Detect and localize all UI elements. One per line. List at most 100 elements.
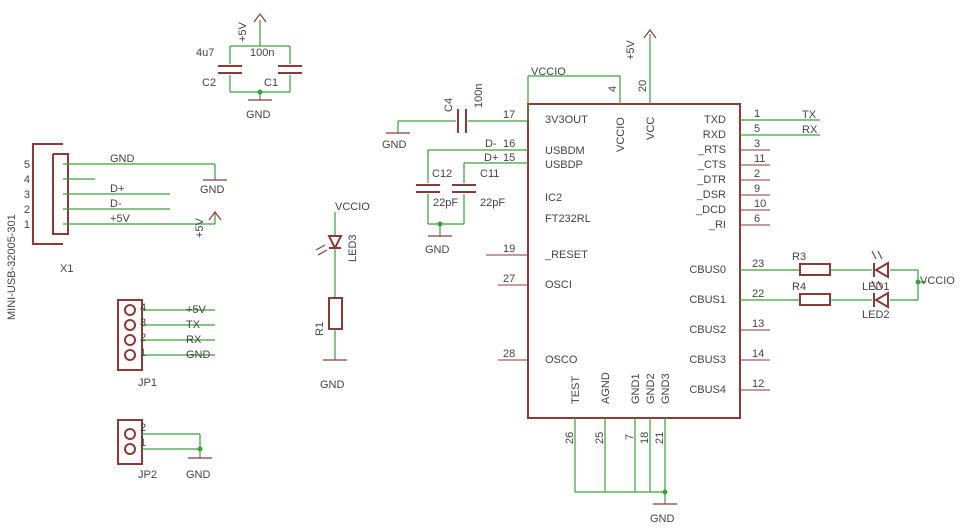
net-d-minus: D- [485,138,497,150]
x1-pin-2: 2 [24,204,30,216]
x1-pin-3: 3 [24,189,30,201]
jp1-pin-1: 1 [140,347,146,359]
led3-gnd-label: GND [320,379,345,391]
ic2-pin-10-name: _DCD [695,204,726,216]
ic2-pin-23-num: 23 [752,258,764,270]
c12-name: C12 [432,168,452,180]
c2-name: C2 [202,77,216,89]
ic2-pin-17-num: 17 [503,109,515,121]
ic2-pin-19-name: _RESET [544,249,588,261]
top-vccio-label: VCCIO [531,66,566,78]
jp1-name: JP1 [138,377,157,389]
led1-name: LED1 [862,281,890,293]
ic2-pin-18-num: 18 [639,432,651,444]
jp2-name: JP2 [138,469,157,481]
led2-name: LED2 [862,309,890,321]
r4-name: R4 [792,281,806,293]
ic2-part: FT232RL [545,213,591,225]
x1-5v-label: +5V [194,217,206,238]
c1c2-5v-label: +5V [237,21,249,42]
x1-signal-dplus: D+ [110,183,124,195]
x1-signal-5v: +5V [110,213,131,225]
x1-gnd-label: GND [200,184,225,196]
jp1-signal-gnd: GND [186,349,211,361]
net-d-plus: D+ [484,152,498,164]
ic2-pin-vccio-name: VCCIO [615,117,627,152]
c12-value: 22pF [433,197,458,209]
ic2-pin-4-num: 4 [607,86,619,92]
c2-value: 4u7 [196,47,214,59]
ic2-pin-28-name: OSCO [545,354,578,366]
usb-connector-x1: 5 4 3 2 1 GND D+ D- +5V MINI-USB-32005-3… [6,143,227,320]
x1-signal-dminus: D- [110,198,122,210]
ic2-pin-14-name: CBUS3 [689,354,726,366]
r1-name: R1 [314,322,326,336]
jp2-pin-2: 2 [140,422,146,434]
x1-signal-gnd: GND [110,153,135,165]
power-led-led3-r1: VCCIO LED3 R1 GND [314,201,370,391]
ic2-pin-12-name: CBUS4 [689,384,726,396]
ic2-pin-2-name: _DTR [696,174,726,186]
cbus-leds: VCCIO R3 R4 LED1 LED2 [792,250,955,321]
ic2-pin-10-num: 10 [754,198,766,210]
ic2-pin-5-name: RXD [703,129,726,141]
ic2-pin-11-num: 11 [754,153,765,165]
ic2-pin-11-name: _CTS [697,159,726,171]
c11-name: C11 [480,168,499,180]
x1-pin-4: 4 [24,174,30,186]
x1-part-number: MINI-USB-32005-301 [6,214,18,320]
jp1-pin-3: 3 [140,317,146,329]
ic2-pin-5-num: 5 [754,123,760,135]
crystal-capacitors-c11-c12: C12 C11 22pF 22pF GND [416,149,505,256]
ic2-pin-vcc-name: VCC [645,117,657,140]
ic2-pin-3-num: 3 [754,138,760,150]
c1c2-gnd-label: GND [246,109,271,121]
ic2-pin-7-num: 7 [624,434,636,440]
ic2-pin-16-name: USBDM [545,145,585,157]
ic2-pin-20-num: 20 [637,80,649,92]
ic2-pin-18-name: GND2 [645,373,657,404]
jp1-pin-2: 2 [140,332,146,344]
ic2-pin-22-name: CBUS1 [689,294,726,306]
ic2-pin-25-name: AGND [600,372,612,404]
jp1-signal-5v: +5V [186,304,207,316]
decoupling-capacitors-c1-c2: +5V GND 4u7 C2 100n C1 [196,13,302,121]
ic2-pin-1-num: 1 [754,108,760,120]
ic2-pin-1-name: TXD [704,114,726,126]
ic2-pin-19-num: 19 [503,243,515,255]
ic2-pin-23-name: CBUS0 [689,264,726,276]
r3-name: R3 [792,251,806,263]
c4-value: 100n [473,84,485,108]
ic2-bottom-gnd-label: GND [650,513,675,525]
led3-name: LED3 [347,234,359,262]
ic2-pin-3-name: _RTS [697,144,726,156]
ic2-pin-7-name: GND1 [630,373,642,404]
ic2-pin-28-num: 28 [503,348,515,360]
ic2-pin-25-num: 25 [594,432,606,444]
net-rx: RX [802,124,818,136]
ic2-pin-22-num: 22 [752,288,764,300]
ic2-pin-17-name: 3V3OUT [545,114,588,126]
ic2-pin-2-num: 2 [754,168,760,180]
ic2-pin-6-num: 6 [754,213,760,225]
c1-name: C1 [264,77,278,89]
c4-name: C4 [443,98,455,112]
ic2-pin-12-num: 12 [752,378,764,390]
c1-value: 100n [250,47,274,59]
jp2-gnd-label: GND [186,469,211,481]
x1-name: X1 [60,263,73,275]
led-vccio-label: VCCIO [920,275,955,287]
ic2-pin-26-num: 26 [564,432,576,444]
x1-pin-1: 1 [24,219,30,231]
ic2-5v-label: +5V [625,39,637,60]
jp1-signal-tx: TX [186,319,201,331]
jp1-signal-rx: RX [186,334,202,346]
ic2-pin-13-num: 13 [752,318,764,330]
ic2-pin-26-name: TEST [570,376,582,404]
ic2-name: IC2 [545,192,562,204]
ic2-pin-9-num: 9 [754,183,760,195]
c4-gnd-label: GND [382,139,407,151]
ic2-pin-27-name: OSCI [545,279,572,291]
jp2-pin-1: 1 [140,437,146,449]
